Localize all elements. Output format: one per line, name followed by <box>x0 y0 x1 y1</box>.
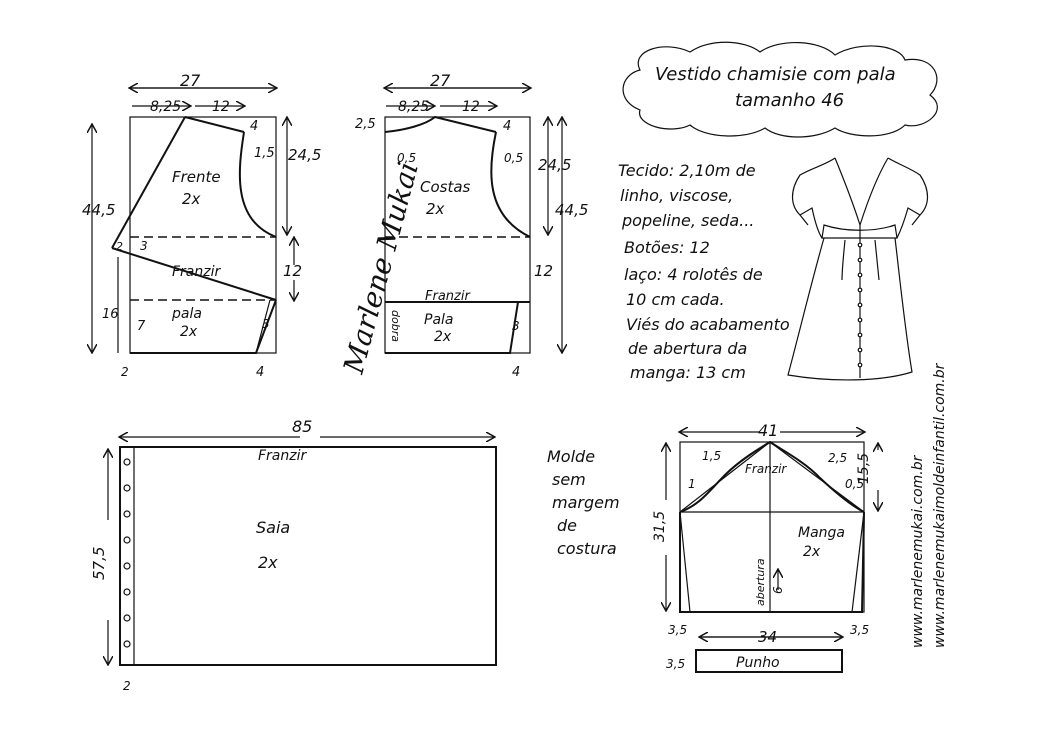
frente-bottom-h: 16 <box>102 307 119 322</box>
frente-qty: 2x <box>182 190 201 208</box>
dress-sketch <box>787 157 929 381</box>
manga-b: 2,5 <box>828 451 847 465</box>
frente-pala: pala <box>171 306 202 322</box>
note-l4: de <box>557 516 577 535</box>
note-l1: Molde <box>547 447 595 466</box>
manga-width: 41 <box>758 421 778 440</box>
costas-fold: dobra <box>389 310 402 342</box>
materials-notes: Tecido: 2,10m de linho, viscose, popelin… <box>618 161 790 382</box>
manga-bottom-w: 34 <box>758 628 777 646</box>
costas-piece: 27 8,25 12 Costas 2x 2,5 4 0,5 0,5 24,5 … <box>355 71 588 380</box>
title-cloud: Vestido chamisie com pala tamanho 46 <box>622 41 938 138</box>
costas-armhole-a: 0,5 <box>397 151 416 165</box>
frente-total-h: 44,5 <box>82 201 115 219</box>
signature-text: Marlene Mukai <box>337 159 425 378</box>
saia-piece: 85 Franzir Saia 2x 57,5 2 <box>90 417 497 693</box>
materials-tecido: Tecido: 2,10m de <box>618 161 756 180</box>
saia-gather: Franzir <box>258 448 307 464</box>
manga-side-l: 3,5 <box>668 623 687 637</box>
frente-shoulder-w: 12 <box>212 99 230 115</box>
costas-armhole-b: 0,5 <box>504 151 523 165</box>
costas-shoulder-drop: 4 <box>503 119 511 134</box>
manga-opening: abertura <box>754 558 767 606</box>
title-line2: tamanho 46 <box>735 90 844 111</box>
manga-c: 1 <box>688 477 696 491</box>
manga-piece: 41 Manga 2x Franzir 1,5 2,5 1 0,5 15,5 3… <box>652 421 878 646</box>
manga-name: Manga <box>798 525 845 541</box>
costas-neck-w: 8,25 <box>398 99 429 115</box>
frente-armhole-h: 24,5 <box>288 146 321 164</box>
costas-total-h: 44,5 <box>555 201 588 219</box>
costas-side-drop: 12 <box>534 262 553 280</box>
materials-laco: laço: 4 rolotês de <box>624 265 763 284</box>
manga-a: 1,5 <box>702 449 721 463</box>
costas-qty: 2x <box>426 200 445 218</box>
punho-h: 3,5 <box>666 657 685 671</box>
website-urls: www.marlenemukai.com.br www.marlenemukai… <box>910 362 948 648</box>
frente-small-2a: 2 <box>116 240 123 253</box>
costas-armhole-h: 24,5 <box>538 156 571 174</box>
costas-gather: Franzir <box>425 289 471 304</box>
frente-side-drop: 12 <box>283 262 302 280</box>
costas-shoulder-w: 12 <box>462 99 480 115</box>
frente-name: Frente <box>172 168 221 186</box>
materials-botoes: Botões: 12 <box>624 238 710 257</box>
signature: Marlene Mukai <box>337 159 425 378</box>
saia-name: Saia <box>256 518 290 537</box>
costas-width: 27 <box>430 71 451 90</box>
costas-small-3: 3 <box>512 319 520 333</box>
frente-gather: Franzir <box>172 264 221 280</box>
manga-d: 0,5 <box>845 477 864 491</box>
manga-gather: Franzir <box>745 462 787 476</box>
frente-pala-h: 7 <box>137 319 146 334</box>
frente-armhole-off: 1,5 <box>254 146 275 161</box>
frente-piece: 27 8,25 12 Frente 2x 4 1,5 24,5 44,5 12 … <box>82 71 321 380</box>
note-no-seam: Molde sem margem de costura <box>547 447 620 558</box>
saia-small-2: 2 <box>123 679 131 693</box>
frente-small-3a: 3 <box>140 239 148 253</box>
url-2: www.marlenemukaimoldeinfantil.com.br <box>932 362 948 648</box>
frente-neck-w: 8,25 <box>150 99 181 115</box>
costas-pala: Pala <box>424 312 454 328</box>
title-line1: Vestido chamisie com pala <box>655 64 896 85</box>
costas-pala-qty: 2x <box>434 329 452 345</box>
punho-piece: Punho 3,5 <box>666 649 843 673</box>
punho-name: Punho <box>736 655 780 671</box>
note-l2: sem <box>552 470 586 489</box>
costas-bottom-4: 4 <box>512 365 520 380</box>
materials-vies3: manga: 13 cm <box>630 363 746 382</box>
frente-bottom-4: 4 <box>256 365 264 380</box>
note-l5: costura <box>557 539 617 558</box>
note-l3: margem <box>552 493 620 512</box>
saia-qty: 2x <box>258 553 278 572</box>
frente-width: 27 <box>180 71 201 90</box>
url-1: www.marlenemukai.com.br <box>910 454 926 648</box>
costas-name: Costas <box>420 178 471 196</box>
frente-neck-drop: 4 <box>250 119 258 134</box>
materials-laco2: 10 cm cada. <box>626 290 725 309</box>
materials-tecido2: linho, viscose, <box>620 186 733 205</box>
frente-pala-qty: 2x <box>180 324 198 340</box>
materials-vies: Viés do acabamento <box>626 315 790 334</box>
manga-side-r: 3,5 <box>850 623 869 637</box>
manga-total-h: 31,5 <box>652 511 668 542</box>
manga-qty: 2x <box>803 544 821 560</box>
frente-small-3b: 3 <box>262 317 270 331</box>
saia-height: 57,5 <box>90 547 108 580</box>
saia-width: 85 <box>292 417 312 436</box>
materials-tecido3: popeline, seda... <box>621 211 754 230</box>
frente-small-2b: 2 <box>121 365 129 379</box>
manga-cap-h: 15,5 <box>856 453 872 484</box>
costas-neck-drop: 2,5 <box>355 117 376 132</box>
materials-vies2: de abertura da <box>628 339 747 358</box>
